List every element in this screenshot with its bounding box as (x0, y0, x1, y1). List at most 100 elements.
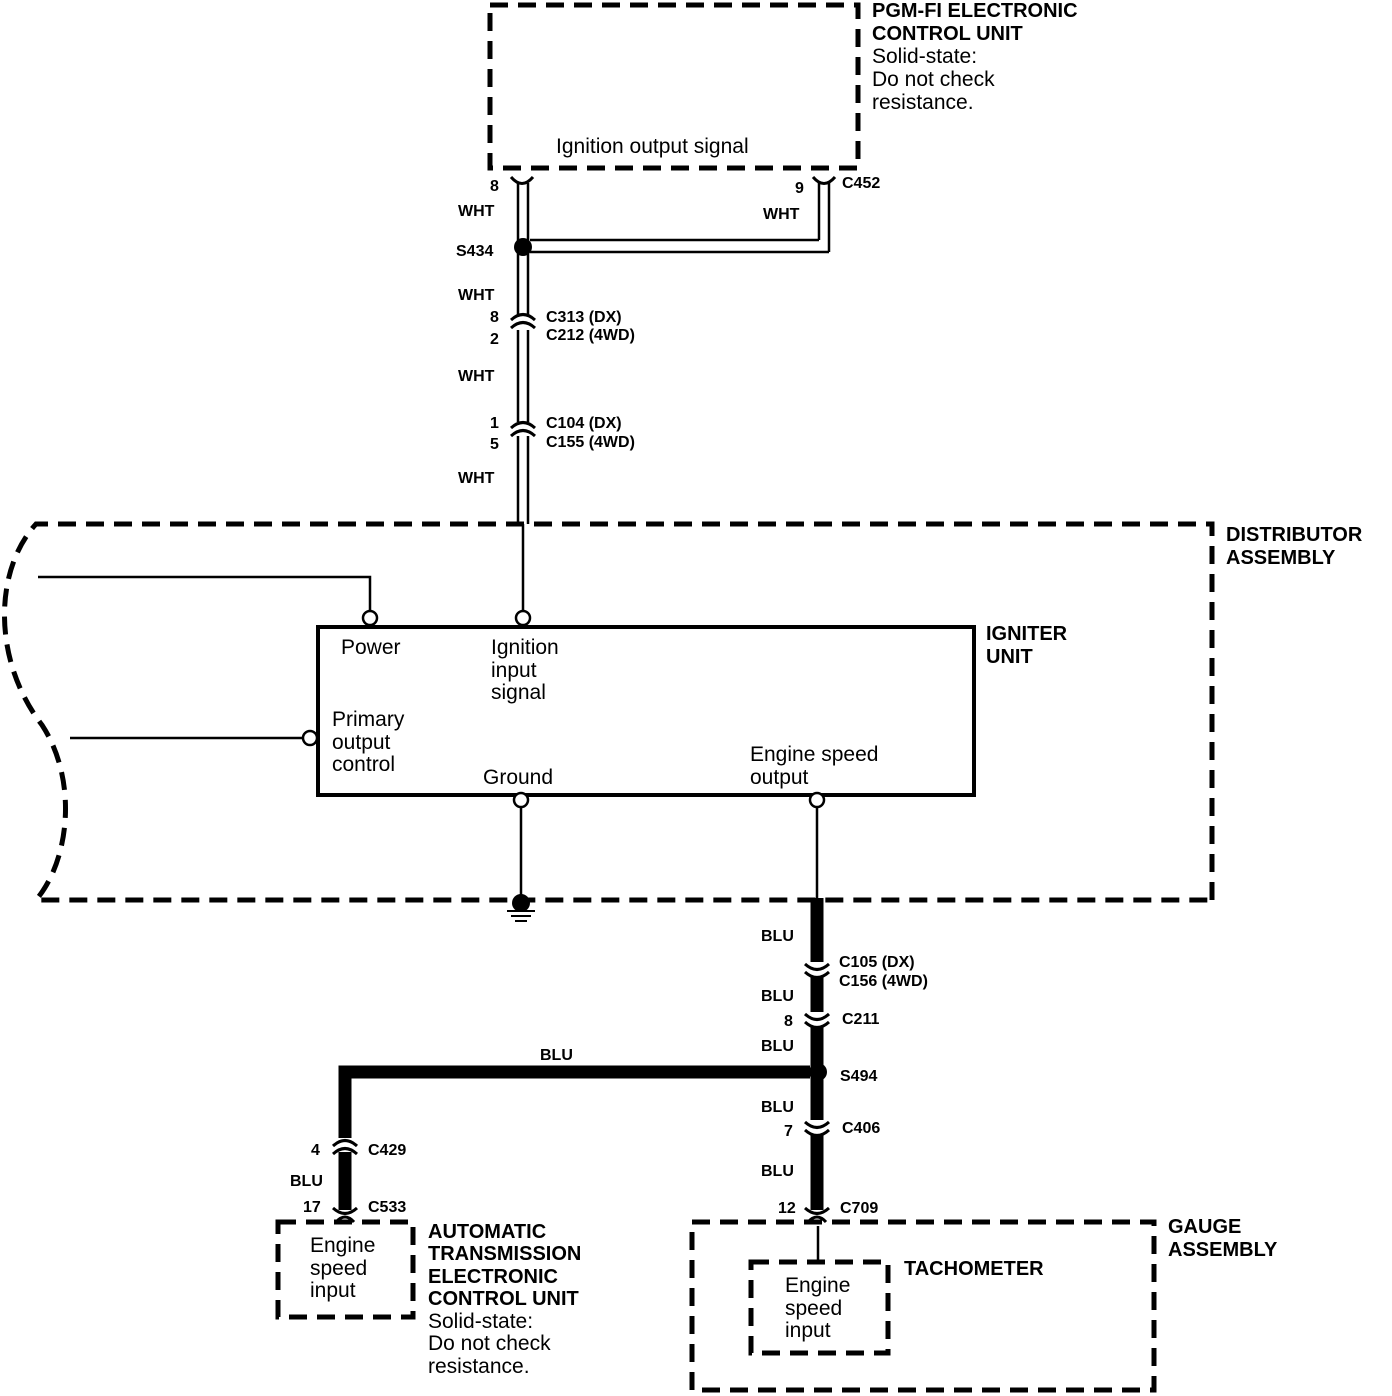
c452-label: C452 (842, 175, 880, 192)
c313-c212-connector (509, 313, 537, 330)
wht-label-5: WHT (458, 470, 495, 487)
tach-input-label-3: input (785, 1319, 831, 1342)
atecu-note-3: resistance. (428, 1355, 530, 1378)
c155-label: C155 (4WD) (546, 434, 635, 451)
atecu-input-label-3: input (310, 1279, 356, 1302)
c452-pin9-connector (811, 175, 837, 185)
ignition-output-signal-label: Ignition output signal (556, 135, 749, 158)
c156-label: C156 (4WD) (839, 973, 928, 990)
ignition-input-label-1: Ignition (491, 636, 559, 659)
automatic-transmission-ecu: Engine speed input AUTOMATIC TRANSMISSIO… (275, 1219, 581, 1378)
atecu-title-3: ELECTRONIC (428, 1266, 558, 1288)
blu-label-7: BLU (290, 1173, 323, 1190)
ground-label: Ground (483, 766, 553, 789)
pgmfi-ecu-boundary (487, 2, 861, 171)
pgmfi-ecu-title-2: CONTROL UNIT (872, 23, 1023, 45)
c429-label: C429 (368, 1142, 406, 1159)
wht-label-1: WHT (458, 203, 495, 220)
blu-label-2: BLU (761, 988, 794, 1005)
blu-label-5: BLU (761, 1099, 794, 1116)
tach-input-label-2: speed (785, 1297, 842, 1320)
c533-pin-label: 17 (303, 1199, 321, 1216)
pgmfi-ecu-title-1: PGM-FI ELECTRONIC (872, 0, 1078, 22)
c452-pin8-connector (509, 175, 535, 185)
blu-label-3: BLU (761, 1038, 794, 1055)
blu-wire (338, 898, 824, 1212)
c406-connector (803, 1120, 831, 1137)
wht-wire (516, 183, 831, 524)
c709-label: C709 (840, 1200, 878, 1217)
gauge-title-2: ASSEMBLY (1168, 1239, 1278, 1261)
distributor-assembly: DISTRIBUTOR ASSEMBLY (2, 521, 1363, 903)
blu-label-1: BLU (761, 928, 794, 945)
gauge-assembly: GAUGE ASSEMBLY TACHOMETER Engine speed i… (689, 1216, 1278, 1393)
c155-pin-label: 5 (490, 436, 499, 453)
c313-label: C313 (DX) (546, 309, 622, 326)
atecu-note-2: Do not check (428, 1332, 551, 1355)
wht-label-4: WHT (458, 368, 495, 385)
atecu-input-label-2: speed (310, 1257, 367, 1280)
c104-pin-label: 1 (490, 415, 499, 432)
tachometer-box (748, 1259, 891, 1356)
distributor-boundary (2, 521, 1215, 903)
s494-label: S494 (840, 1068, 877, 1085)
igniter-title-1: IGNITER (986, 623, 1068, 645)
primary-output-terminal (301, 729, 319, 747)
pgmfi-ecu-note-2: Do not check (872, 68, 995, 91)
power-label: Power (341, 636, 401, 659)
atecu-note-1: Solid-state: (428, 1310, 533, 1333)
c452-pin8-label: 8 (490, 178, 499, 195)
c105-label: C105 (DX) (839, 954, 915, 971)
blu-label-4: BLU (540, 1047, 573, 1064)
pgmfi-ecu: PGM-FI ELECTRONIC CONTROL UNIT Solid-sta… (487, 0, 1078, 171)
ignition-input-label-3: signal (491, 681, 546, 704)
igniter-title-2: UNIT (986, 646, 1033, 668)
c212-label: C212 (4WD) (546, 327, 635, 344)
primary-output-label-2: output (332, 731, 391, 754)
atecu-boundary (275, 1219, 416, 1320)
ignition-input-terminal (514, 609, 532, 627)
power-wire (38, 575, 372, 610)
wht-label-3: WHT (458, 287, 495, 304)
engine-speed-output-terminal (808, 791, 826, 809)
c105-c156-connector (803, 962, 831, 979)
tachometer-label: TACHOMETER (904, 1258, 1044, 1280)
engine-speed-label-1: Engine speed (750, 743, 878, 766)
pgmfi-ecu-note-1: Solid-state: (872, 45, 977, 68)
c211-connector (803, 1012, 831, 1029)
tach-input-label-1: Engine (785, 1274, 850, 1297)
c406-pin-label: 7 (784, 1123, 793, 1140)
s494-splice (809, 1063, 827, 1081)
atecu-title-4: CONTROL UNIT (428, 1288, 579, 1310)
engine-speed-label-2: output (750, 766, 809, 789)
gauge-boundary (689, 1219, 1157, 1393)
c709-pin-label: 12 (778, 1200, 796, 1217)
c429-pin-label: 4 (311, 1142, 320, 1159)
c533-label: C533 (368, 1199, 406, 1216)
ground-symbol (507, 894, 535, 922)
c429-connector (331, 1138, 359, 1156)
c211-pin-label: 8 (784, 1013, 793, 1030)
c452-pin9-label: 9 (795, 180, 804, 197)
atecu-title-1: AUTOMATIC (428, 1221, 546, 1243)
power-terminal (361, 609, 379, 627)
atecu-title-2: TRANSMISSION (428, 1243, 581, 1265)
wht-label-2: WHT (763, 206, 800, 223)
c313-pin-label: 8 (490, 309, 499, 326)
c211-label: C211 (842, 1011, 879, 1028)
ground-terminal (512, 791, 530, 809)
c212-pin-label: 2 (490, 331, 499, 348)
blu-label-6: BLU (761, 1163, 794, 1180)
igniter-unit-box (316, 625, 976, 797)
distributor-title-1: DISTRIBUTOR (1226, 524, 1363, 546)
igniter-unit: IGNITER UNIT Power Ignition input signal… (301, 609, 1068, 809)
c406-label: C406 (842, 1120, 880, 1137)
gauge-title-1: GAUGE (1168, 1216, 1241, 1238)
pgmfi-ecu-note-3: resistance. (872, 91, 974, 114)
atecu-input-label-1: Engine (310, 1234, 375, 1257)
primary-output-label-3: control (332, 753, 395, 776)
s434-label: S434 (456, 243, 493, 260)
s434-splice (514, 238, 532, 256)
distributor-title-2: ASSEMBLY (1226, 547, 1336, 569)
